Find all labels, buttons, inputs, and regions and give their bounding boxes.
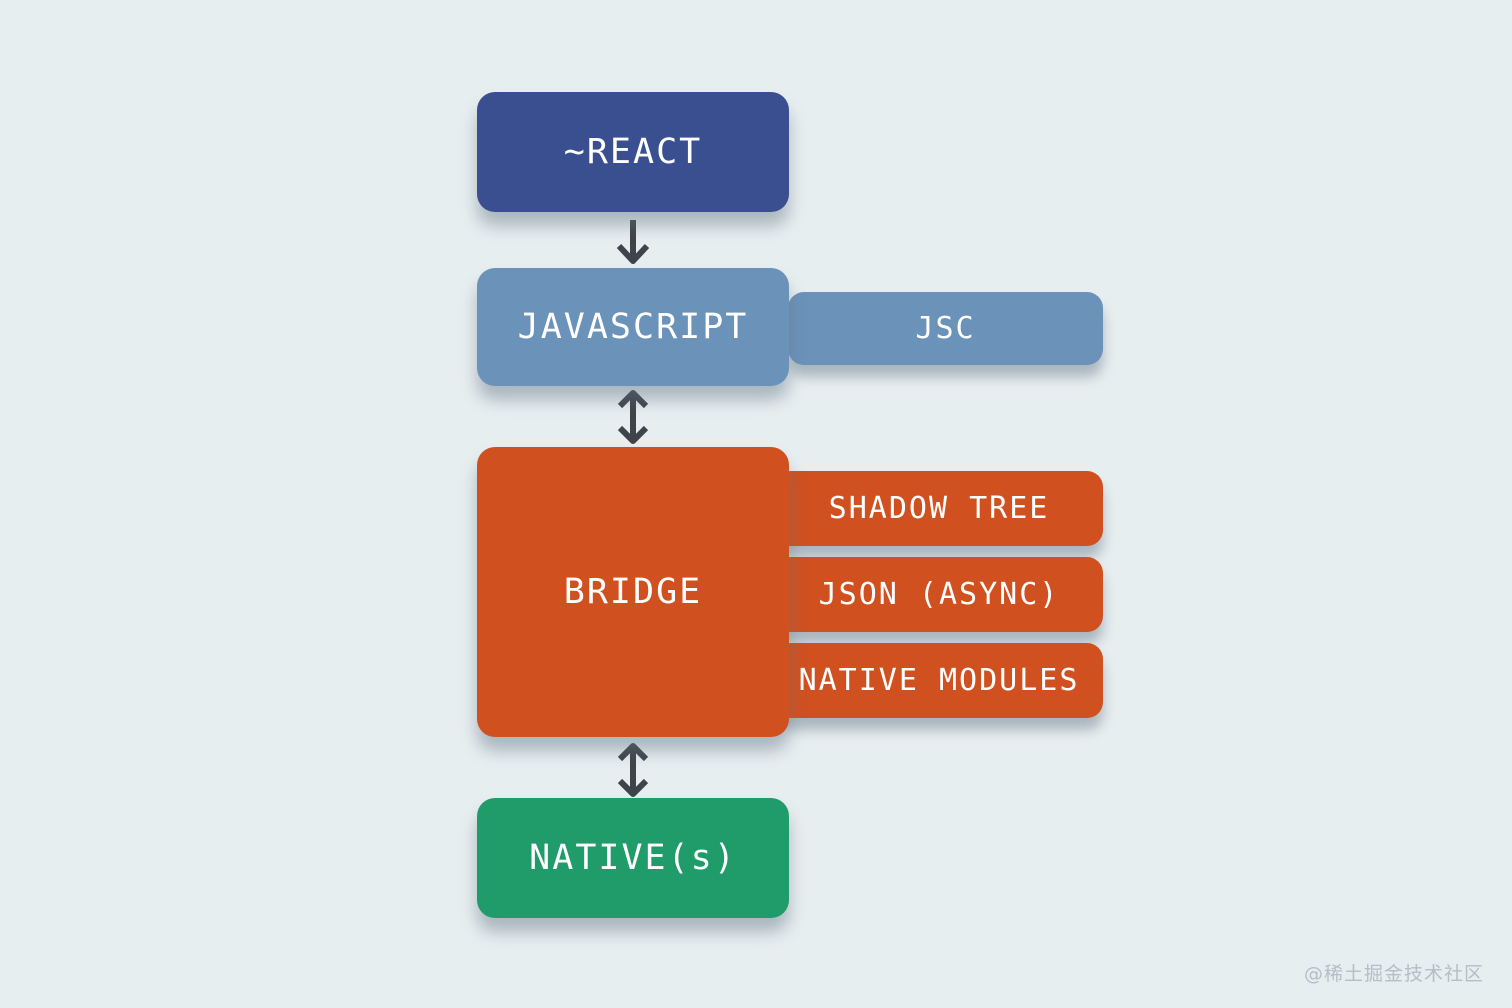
- node-react-label: ~REACT: [563, 132, 703, 172]
- tab-native-modules-label: NATIVE MODULES: [798, 663, 1080, 698]
- node-bridge-label: BRIDGE: [563, 572, 703, 612]
- arrow-down-icon: [614, 220, 652, 266]
- tab-jsc-label: JSC: [915, 311, 976, 346]
- node-native: NATIVE(s): [477, 798, 789, 918]
- tab-shadow-tree-label: SHADOW TREE: [828, 491, 1050, 526]
- tab-shadow-tree: SHADOW TREE: [775, 471, 1103, 546]
- node-javascript-label: JAVASCRIPT: [517, 307, 749, 347]
- tab-json-async: JSON (ASYNC): [775, 557, 1103, 632]
- node-javascript: JAVASCRIPT: [477, 268, 789, 386]
- arrow-bidirectional-icon: [614, 390, 652, 444]
- tab-jsc: JSC: [788, 292, 1103, 365]
- arrow-bidirectional-icon: [614, 743, 652, 797]
- node-bridge: BRIDGE: [477, 447, 789, 737]
- tab-json-async-label: JSON (ASYNC): [818, 577, 1060, 612]
- node-react: ~REACT: [477, 92, 789, 212]
- watermark: @稀土掘金技术社区: [1303, 963, 1484, 985]
- tab-native-modules: NATIVE MODULES: [775, 643, 1103, 718]
- node-native-label: NATIVE(s): [529, 838, 737, 878]
